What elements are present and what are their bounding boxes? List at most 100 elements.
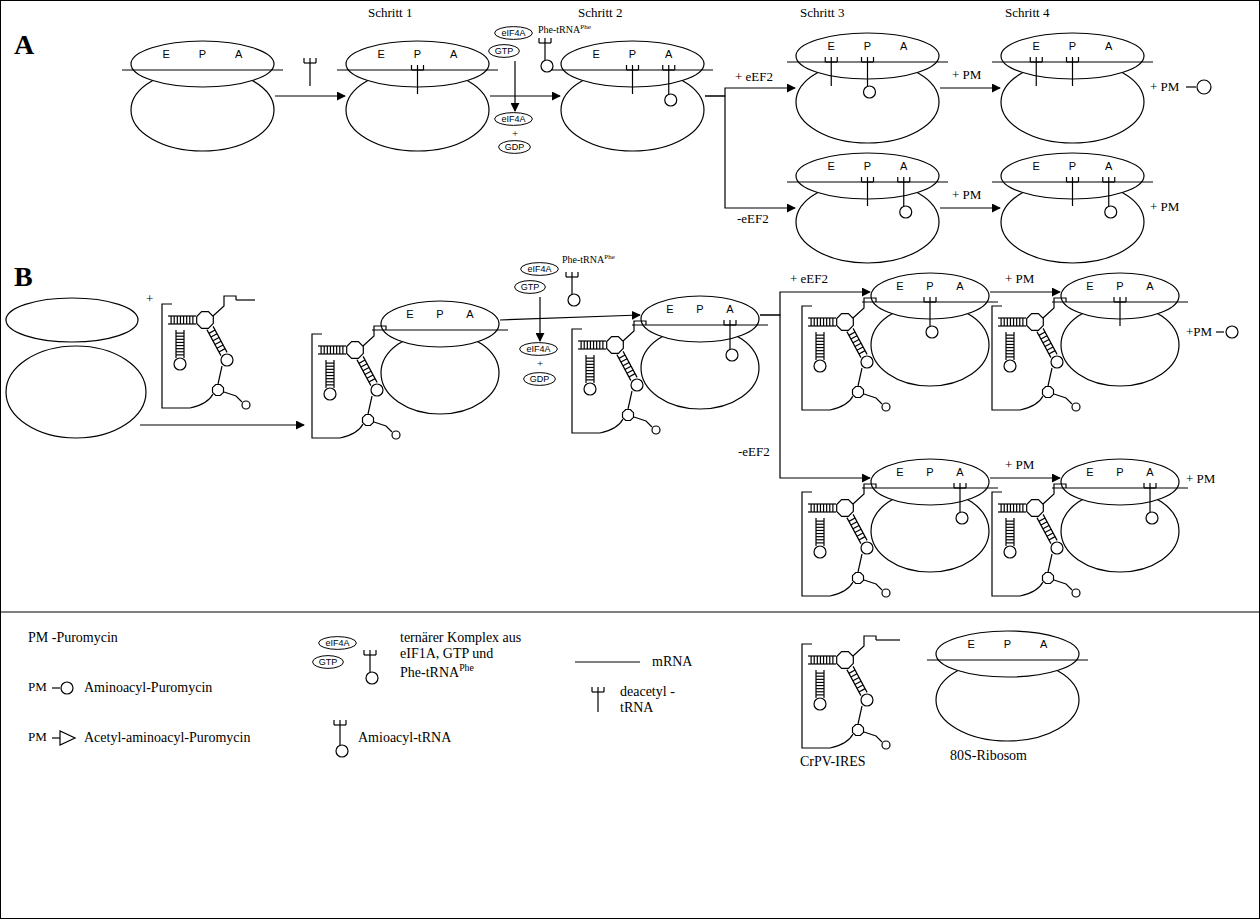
trna-prong [959, 483, 960, 488]
ires-base-pair [1039, 332, 1045, 335]
trna-prong [577, 272, 578, 277]
aminoacyl-trna [724, 320, 738, 361]
connector-arrow [760, 315, 870, 478]
ires-base-pair [1010, 318, 1011, 326]
ribosome: EPA [380, 300, 500, 415]
ires-hairpin [1004, 546, 1016, 558]
mrna-line [927, 659, 1088, 660]
ires-hairpin [882, 403, 890, 411]
trna-prong [333, 720, 334, 725]
ires-hairpin [652, 426, 660, 434]
site-letter: A [956, 467, 963, 478]
amino-acid-circle [1197, 80, 1211, 94]
ires-base-pair [859, 689, 865, 692]
factor-name: GDP [505, 143, 525, 152]
trna-name: Phe-tRNA [538, 24, 580, 35]
deacyl-trna [627, 65, 639, 94]
ires-stem-strand [823, 332, 824, 360]
ires-base-pair [593, 341, 594, 349]
site-letter: E [1033, 161, 1040, 172]
bond-dash [1186, 86, 1196, 87]
ires-loop [853, 387, 864, 398]
ires-backbone [992, 306, 1020, 410]
site-letter: P [864, 41, 871, 52]
factor-name: GDP [530, 375, 550, 384]
ires-base-pair [219, 349, 225, 352]
trna-prong [626, 65, 627, 70]
ires-base-pair [832, 318, 833, 326]
amino-acid-circle [61, 682, 73, 694]
ires-stem-strand [808, 511, 836, 512]
ires-backbone [634, 417, 652, 427]
ires-base-pair [817, 656, 818, 664]
ires-backbone [374, 422, 392, 432]
ires-stem-strand [1005, 332, 1006, 360]
plus-sign: + [537, 357, 543, 369]
ires-hairpin [1051, 356, 1063, 368]
ires-backbone [190, 394, 213, 408]
ires-base-pair [823, 656, 824, 664]
ires-backbone [1054, 580, 1072, 590]
ires-base-pair [627, 370, 633, 373]
ires-hairpin [1072, 589, 1080, 597]
oval [489, 45, 520, 58]
ires-base-pair [832, 504, 833, 512]
edge-label-text: -eEF2 [738, 444, 770, 459]
site-letter: A [900, 161, 907, 172]
site-letter: P [414, 49, 421, 60]
trna-prong [603, 687, 604, 692]
legend-sample-text: PM [28, 680, 47, 694]
trna-stem [929, 302, 930, 326]
ires-base-pair [851, 522, 857, 525]
deacyl-trna [1030, 57, 1042, 86]
ires-hairpin [631, 379, 643, 391]
ires-stem-strand [1013, 332, 1014, 360]
deacyl-trna [592, 687, 604, 712]
ires-pseudoknot [623, 321, 646, 341]
ribosome: EPA [1000, 32, 1145, 144]
plus-sign: + [512, 127, 518, 139]
ires-stem-strand [815, 670, 816, 698]
ires-base-pair [1022, 318, 1023, 326]
mrna-line [122, 69, 283, 70]
ires-base-pair [820, 656, 821, 664]
ires-backbone [858, 368, 862, 386]
legend-entry: CrPV-IRES [800, 754, 866, 770]
ires-loop [347, 342, 364, 359]
ires-base-pair [183, 316, 184, 324]
trna-prong [550, 38, 551, 43]
trna-stem [632, 70, 633, 94]
ires-base-pair [1006, 536, 1014, 537]
site-letter: P [436, 309, 443, 320]
oval [515, 281, 546, 294]
large-subunit [6, 346, 146, 438]
ires-base-pair [215, 341, 221, 344]
edge-label: + PM [950, 188, 983, 202]
trna-stem [867, 62, 868, 86]
site-letter: A [1146, 467, 1153, 478]
ires-base-pair [367, 375, 373, 378]
product-label: + PM [1150, 80, 1179, 94]
ires-base-pair [1004, 318, 1005, 326]
ires-base-pair [814, 656, 815, 664]
small-subunit [131, 41, 274, 87]
ires-hairpin [861, 694, 873, 706]
ires-loop [1043, 573, 1054, 584]
trna-prong [861, 57, 862, 62]
edge-label-text: + eEF2 [735, 69, 773, 84]
ires-base-pair [209, 330, 215, 333]
trna-prong [1066, 177, 1067, 182]
deacyl-trna [412, 65, 424, 94]
ires-base-pair [596, 341, 597, 349]
trna-prong [309, 58, 310, 63]
site-letter: E [828, 41, 835, 52]
plus-sign: + [146, 292, 153, 306]
trna-stem [544, 43, 545, 60]
legend-sample-text: PM [28, 679, 47, 694]
legend-entry: ternärer Komplex aus eIF1A, GTP und Phe-… [400, 630, 522, 681]
ires-base-pair [1013, 504, 1014, 512]
trna-prong [303, 58, 304, 63]
large-subunit [796, 181, 939, 263]
step-heading: Schritt 4 [1005, 6, 1049, 20]
